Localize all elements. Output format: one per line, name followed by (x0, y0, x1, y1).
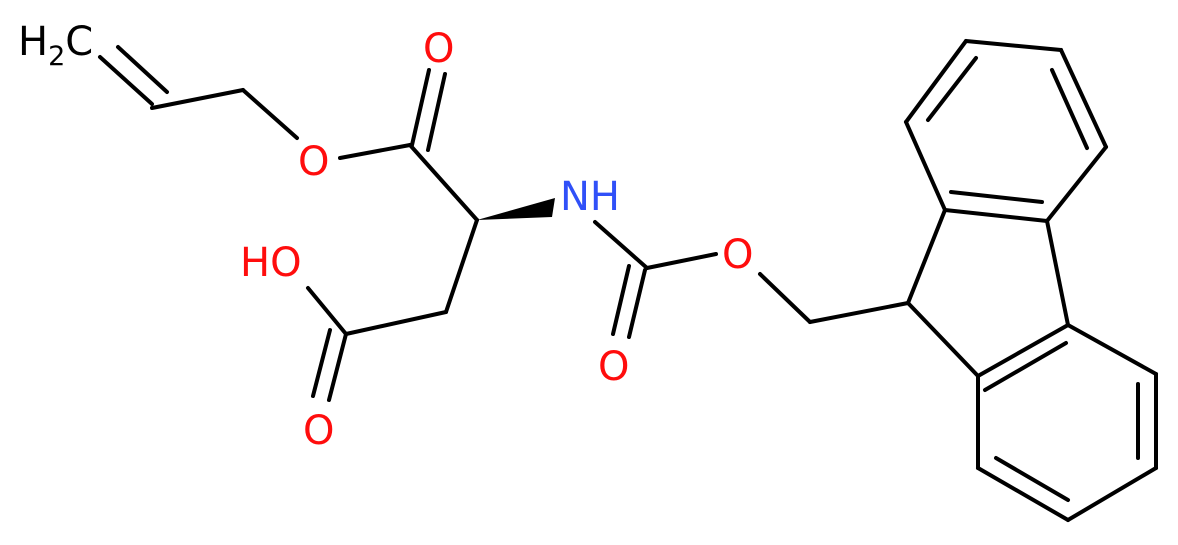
c9-upper-bond (906, 208, 947, 305)
five-ring-right (1045, 219, 1070, 327)
stereo-wedge-bond (477, 198, 555, 220)
ch2-terminal-label: H2C (18, 19, 93, 72)
carbamate-o-bond (645, 252, 718, 270)
vinyl-double-bond-b (116, 45, 169, 94)
carboxylic-acid-group (306, 218, 479, 402)
carbamate-group (593, 220, 910, 339)
nh-carbamate-bond (593, 220, 649, 270)
acid-carbonyl-bond-b (311, 328, 332, 398)
ester-group (338, 68, 479, 222)
allyl-bond-2 (241, 88, 299, 140)
ch2-h: H (18, 19, 48, 65)
allyl-bond-1 (150, 88, 245, 110)
carbamate-oxygen-label: O (722, 232, 753, 278)
acid-carbonyl-bond-a (327, 332, 348, 402)
upper-ring-bond-4-inner (1050, 68, 1089, 150)
five-ring-top-inner (949, 190, 1044, 204)
ch2-c: C (65, 19, 93, 65)
lower-ring-bond-4-inner (994, 456, 1070, 502)
upper-ring-bond-2 (904, 39, 968, 124)
acid-carbonyl-oxygen-label: O (303, 408, 334, 454)
five-ring-bottom (976, 323, 1070, 378)
ch2-subscript: 2 (48, 41, 65, 72)
ch2-c9-bond (808, 301, 910, 324)
acid-oh-bond (306, 286, 348, 336)
five-ring-bottom-inner (983, 341, 1068, 392)
upper-ring-bond-4 (1059, 48, 1108, 149)
ester-carbonyl-bond-b (426, 72, 447, 152)
alpha-beta-bond (444, 218, 479, 314)
amide-nitrogen-label: NH (560, 174, 620, 220)
vinyl-double-bond-a (98, 55, 154, 106)
upper-ring-bond-1 (904, 120, 947, 212)
carbamate-carbonyl-bond-b (611, 264, 631, 336)
upper-ring-bond-5 (1045, 145, 1108, 223)
upper-ring-bond-2-inner (926, 56, 978, 122)
o-ch2-bond (758, 272, 812, 324)
lower-ring-bond-4 (976, 466, 1070, 522)
ester-carbonyl-bond-a (410, 68, 431, 147)
five-ring-top (943, 208, 1049, 223)
fluorenyl-group (904, 39, 1158, 522)
upper-ring-bond-3 (964, 39, 1063, 52)
ester-c-alpha-bond (408, 143, 479, 222)
allyl-group (98, 45, 299, 140)
c9-lower-bond (906, 301, 980, 378)
beta-acid-carbon-bond (344, 310, 448, 336)
lower-ring-bond-3 (1066, 466, 1158, 522)
acid-hydroxyl-label: HO (240, 240, 302, 286)
carbamate-carbonyl-bond-a (627, 268, 647, 339)
ester-carbonyl-oxygen-label: O (423, 26, 454, 72)
ester-o-carbon-bond (338, 143, 412, 160)
ester-ring-oxygen-label: O (298, 139, 329, 185)
carbamate-carbonyl-oxygen-label: O (598, 344, 629, 390)
lower-ring-bond-1 (1066, 323, 1158, 376)
